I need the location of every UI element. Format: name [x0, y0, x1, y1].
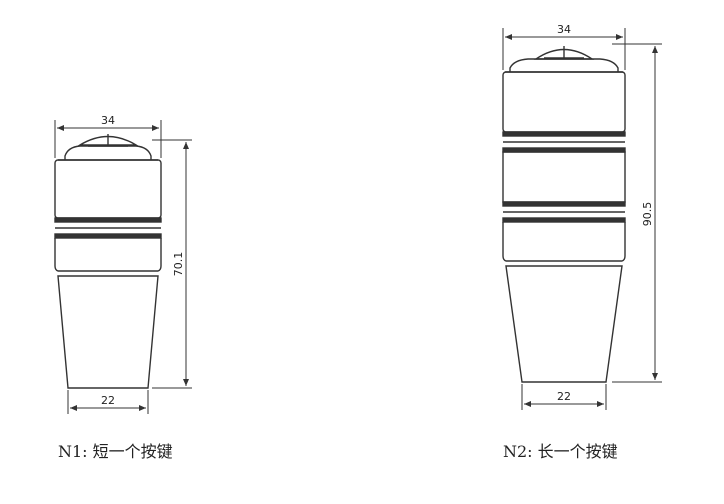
button-dome	[77, 135, 139, 146]
top-cap	[509, 58, 619, 72]
upper-body	[502, 71, 626, 133]
top-cap	[64, 145, 152, 160]
grip-ring-2	[54, 233, 162, 239]
n1-height-label: 70.1	[172, 252, 185, 277]
grip-ring-1	[54, 217, 162, 223]
lower-body	[54, 238, 162, 272]
n1-bottom-width-label: 22	[101, 394, 115, 407]
upper-body	[54, 159, 162, 219]
tapered-end	[57, 275, 159, 389]
handle-n1-drawing	[54, 134, 162, 389]
middle-body	[502, 151, 626, 203]
handle-n2-drawing	[502, 46, 626, 383]
grip-ring-1	[502, 131, 626, 137]
n1-top-width-label: 34	[101, 114, 115, 127]
handle-n2-dimensions	[502, 28, 662, 410]
n2-height-label: 90.5	[641, 202, 654, 227]
grip-ring-4	[502, 217, 626, 223]
handle-n2-caption: N2: 长一个按键	[503, 442, 618, 461]
tapered-end	[505, 265, 623, 383]
grip-ring-3	[502, 201, 626, 207]
handle-n1-caption: N1: 短一个按键	[58, 442, 173, 461]
n2-top-width-label: 34	[557, 23, 571, 36]
lower-body	[502, 222, 626, 262]
handle-n1-dimensions	[54, 120, 192, 414]
n2-bottom-width-label: 22	[557, 390, 571, 403]
